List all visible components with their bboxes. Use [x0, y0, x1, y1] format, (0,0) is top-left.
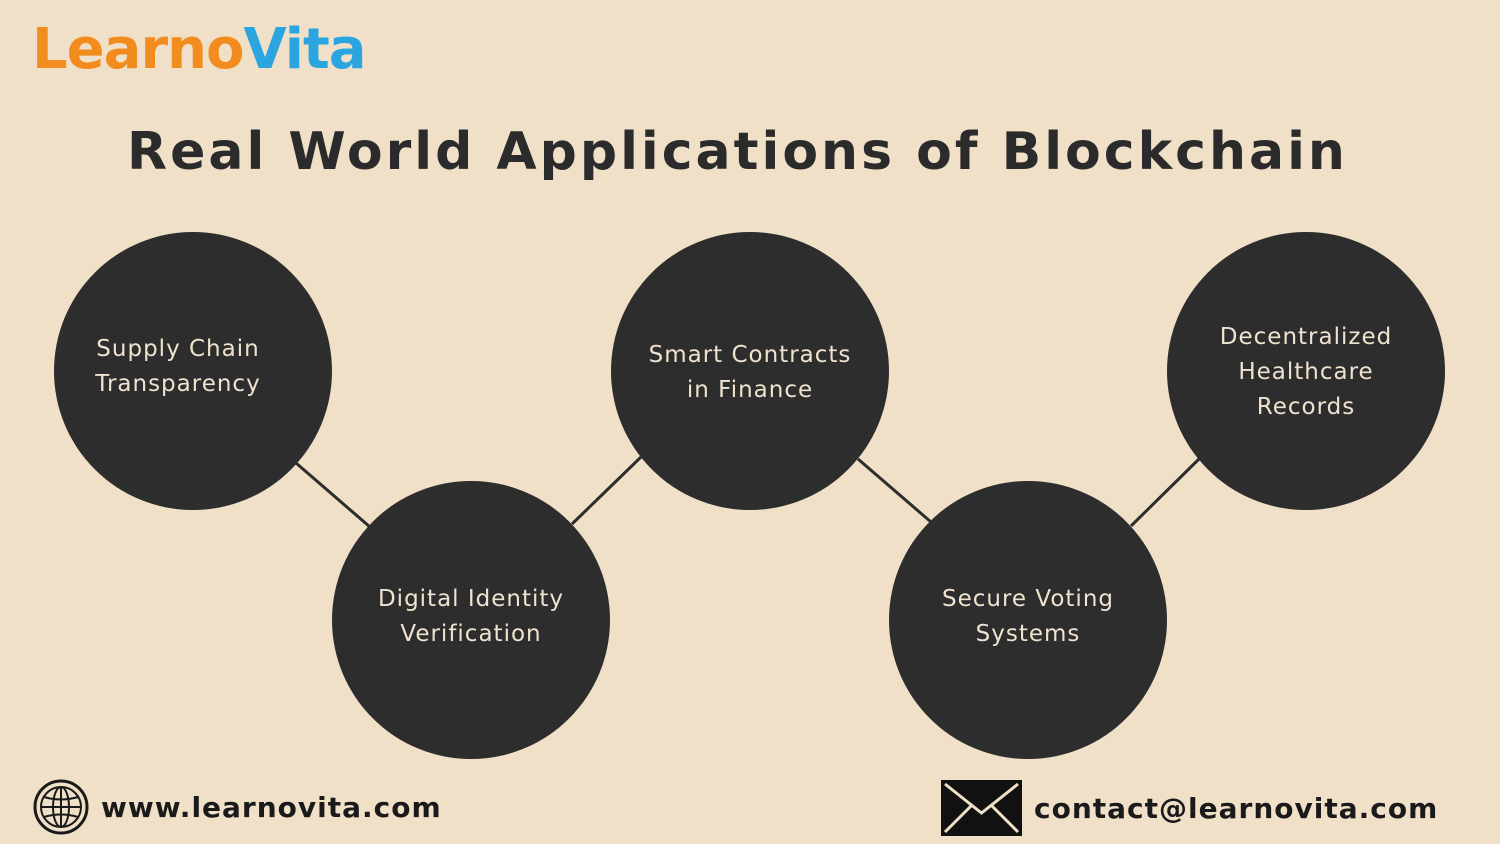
node-smart-contracts: Smart Contracts in Finance	[611, 232, 889, 510]
logo-part1: Learno	[32, 17, 244, 82]
connector-3-4	[857, 457, 932, 524]
globe-icon	[33, 779, 89, 835]
logo: LearnoVita	[32, 14, 367, 86]
node-digital-identity: Digital Identity Verification	[332, 481, 610, 759]
email-text: contact@learnovita.com	[1034, 791, 1439, 825]
node-label: Smart Contracts in Finance	[648, 342, 852, 403]
node-label: Decentralized Healthcare Records	[1219, 323, 1393, 420]
node-healthcare: Decentralized Healthcare Records	[1167, 232, 1445, 510]
node-label: Secure Voting Systems	[942, 586, 1114, 647]
page-title: Real World Applications of Blockchain	[127, 122, 1348, 182]
website-text: www.learnovita.com	[101, 790, 442, 824]
connector-4-5	[1129, 457, 1201, 528]
node-secure-voting: Secure Voting Systems	[889, 481, 1167, 759]
node-supply-chain: Supply Chain Transparency	[54, 232, 332, 510]
connector-2-3	[570, 455, 643, 526]
logo-part2: Vita	[243, 17, 366, 82]
email-link[interactable]: contact@learnovita.com	[941, 780, 1438, 836]
envelope-icon	[941, 780, 1022, 836]
connector-1-2	[295, 461, 371, 529]
node-label: Supply Chain Transparency	[95, 336, 261, 397]
node-label: Digital Identity Verification	[377, 586, 565, 647]
website-link[interactable]: www.learnovita.com	[33, 779, 442, 835]
